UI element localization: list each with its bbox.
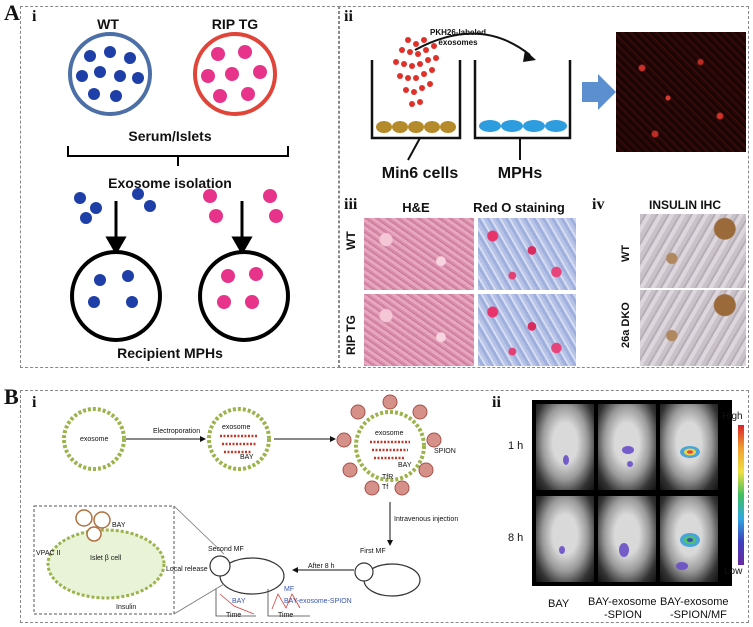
- plot-time-label-1: Time: [226, 612, 242, 619]
- islet-cell: [46, 528, 166, 600]
- serum-islets-label: Serum/Islets: [128, 128, 212, 144]
- blue-right-arrow: [582, 74, 616, 110]
- bay-label-1: BAY: [240, 454, 254, 461]
- plot-bayexo-label: BAY-exosome-SPION: [284, 598, 352, 605]
- recipient-tg-circle: [198, 250, 290, 342]
- mphs-cells: [479, 120, 567, 132]
- iv-wt-label: WT: [620, 244, 632, 262]
- spion-label: SPION: [434, 448, 456, 455]
- mphs-label: MPHs: [497, 165, 543, 182]
- exosome-label-1: exosome: [80, 436, 109, 443]
- empty-exosome: [62, 407, 126, 471]
- isolated-pink-exosomes: [203, 189, 283, 223]
- mouse-exo-8h: [598, 496, 656, 582]
- down-arrows: [105, 201, 253, 256]
- plot-bay-label: BAY: [232, 598, 246, 605]
- local-release-label: Local release: [166, 566, 208, 573]
- panel-a-i-diagram: [67, 32, 290, 342]
- panel-b-letter: B: [4, 384, 19, 409]
- recipient-wt-circle: [70, 250, 162, 342]
- after-8h-label: After 8 h: [308, 563, 335, 570]
- redo-wt-image: [478, 218, 576, 290]
- bracket: [67, 146, 289, 166]
- recipient-mphs-label: Recipient MPHs: [117, 345, 223, 361]
- inset-exosomes: [75, 509, 111, 542]
- plot-mf-label: MF: [284, 586, 295, 593]
- wt-blue-exosomes: [76, 46, 144, 102]
- col-mf-label-b: -SPION/MF: [670, 609, 727, 621]
- col-bay-label: BAY: [548, 598, 570, 610]
- col-mf-label-a: BAY-exosome: [660, 596, 729, 608]
- plot-time-label-2: Time: [278, 612, 294, 619]
- red-o-label: Red O staining: [473, 200, 565, 215]
- col-exo-label-b: -SPION: [604, 609, 642, 621]
- panel-b-ii-label: ii: [492, 394, 501, 411]
- min6-well: [370, 60, 462, 140]
- tf-label: Tf: [382, 484, 389, 491]
- exosome-label-3: exosome: [375, 430, 404, 437]
- spion-particles: [336, 394, 442, 496]
- bay-chains: [220, 434, 258, 454]
- panel-a-iii-label: iii: [344, 196, 358, 213]
- second-mouse: [209, 555, 285, 595]
- iv-injection-label: Intravenous injection: [394, 516, 459, 523]
- exosome-label-2: exosome: [222, 424, 251, 431]
- panel-a-right-frame: [338, 6, 749, 368]
- tg-pink-exosomes: [201, 45, 267, 103]
- panel-b-i-label: i: [32, 394, 37, 411]
- scale-low-label: Low: [724, 566, 743, 577]
- ihc-dko-image: [640, 290, 746, 366]
- bay-label-3: BAY: [112, 522, 126, 529]
- panel-a-ii-label: ii: [344, 8, 353, 25]
- he-label: H&E: [402, 200, 430, 215]
- iv-dko-label: 26a DKO: [620, 302, 632, 348]
- pkh26-fluorescence-image: [616, 32, 746, 152]
- he-wt-image: [364, 218, 474, 290]
- min6-cells-label: Min6 cells: [381, 165, 459, 182]
- vpac-label: VPAC II: [36, 550, 61, 557]
- iii-riptg-label: RIP TG: [344, 315, 358, 355]
- first-mouse: [354, 562, 421, 597]
- pkh26-label: PKH26-labeled exosomes: [429, 28, 487, 47]
- transfer-arrow: [414, 32, 531, 56]
- isolated-blue-exosomes: [74, 188, 156, 224]
- insulin-ihc-label: INSULIN IHC: [649, 198, 721, 212]
- panel-a-i-label: i: [32, 8, 37, 25]
- first-mf-label: First MF: [360, 548, 386, 555]
- he-riptg-image: [364, 294, 474, 366]
- mphs-well: [473, 60, 572, 140]
- second-mf-label: Second MF: [208, 546, 244, 553]
- panel-a-ii-diagram: [370, 32, 616, 161]
- wt-label: WT: [97, 16, 119, 32]
- time-8h-label: 8 h: [508, 532, 524, 544]
- panel-a-i-frame: [20, 6, 340, 368]
- color-scale-bar: [738, 425, 744, 565]
- rip-tg-label: RIP TG: [211, 16, 259, 32]
- fluorescence-signals: [559, 446, 700, 570]
- exosome-isolation-label: Exosome isolation: [108, 175, 232, 191]
- scale-high-label: High: [722, 411, 743, 422]
- panel-a-letter: A: [4, 0, 20, 25]
- time-1h-label: 1 h: [508, 440, 524, 452]
- min6-cells: [376, 121, 456, 133]
- red-exosome-dots: [393, 37, 439, 107]
- ihc-wt-image: [640, 214, 746, 288]
- bay-label-2: BAY: [398, 462, 412, 469]
- mouse-bay-1h: [536, 404, 594, 490]
- panel-b-i-diagram: [33, 394, 442, 617]
- spion-exosome: [354, 410, 426, 482]
- electroporation-label: Electroporation: [153, 428, 201, 435]
- concentration-plot: [215, 589, 310, 617]
- redo-riptg-image: [478, 294, 576, 366]
- insulin-label: Insulin: [116, 604, 137, 611]
- panel-a-iv-label: iv: [592, 196, 605, 213]
- mouse-bay-8h: [536, 496, 594, 582]
- bay-loaded-exosome: [207, 407, 271, 471]
- iii-wt-label: WT: [344, 231, 358, 250]
- col-exo-label-a: BAY-exosome: [588, 596, 657, 608]
- tfr-label: TfR: [382, 474, 394, 481]
- islet-cell-label: Islet β cell: [90, 555, 122, 562]
- panel-b-frame: [20, 390, 749, 623]
